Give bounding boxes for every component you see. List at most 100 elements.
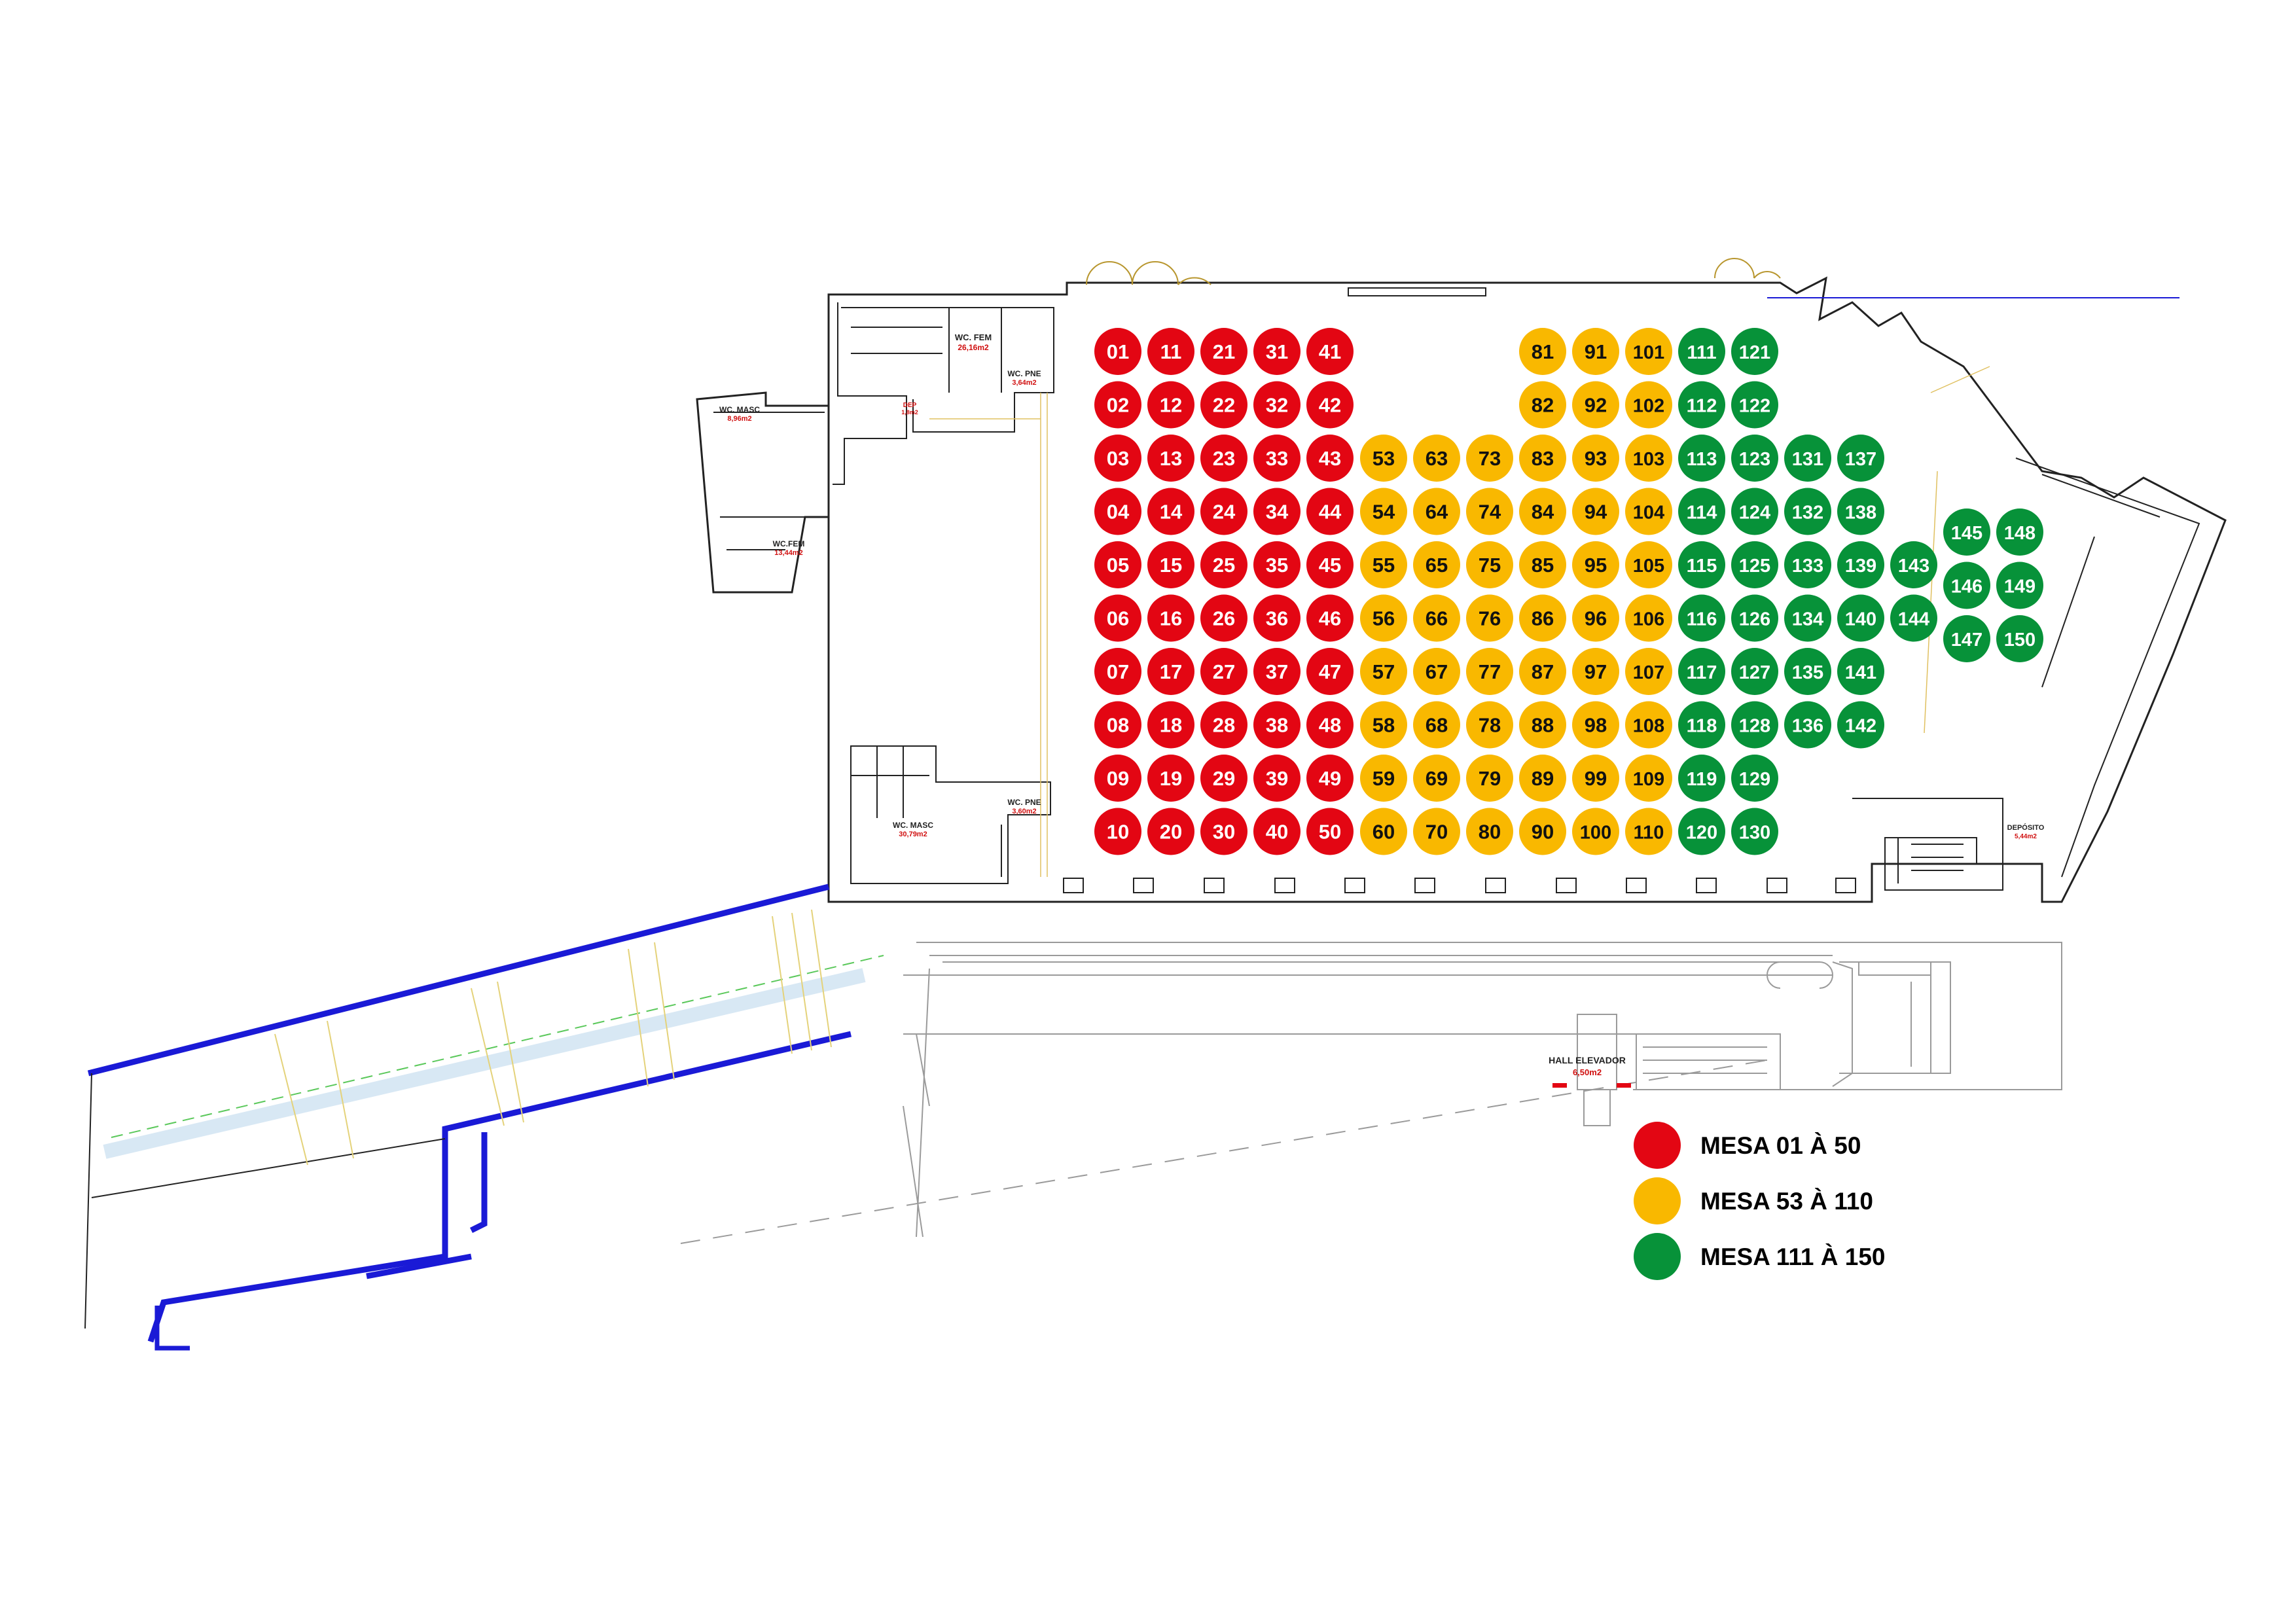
table-140[interactable]: 140 <box>1837 594 1884 642</box>
table-129[interactable]: 129 <box>1731 755 1778 802</box>
table-65[interactable]: 65 <box>1413 541 1460 588</box>
table-142[interactable]: 142 <box>1837 701 1884 749</box>
table-70[interactable]: 70 <box>1413 808 1460 855</box>
table-81[interactable]: 81 <box>1519 328 1566 375</box>
table-68[interactable]: 68 <box>1413 701 1460 749</box>
table-33[interactable]: 33 <box>1253 435 1300 482</box>
table-50[interactable]: 50 <box>1306 808 1354 855</box>
table-14[interactable]: 14 <box>1147 488 1194 535</box>
table-136[interactable]: 136 <box>1784 701 1831 749</box>
table-69[interactable]: 69 <box>1413 755 1460 802</box>
table-49[interactable]: 49 <box>1306 755 1354 802</box>
table-118[interactable]: 118 <box>1678 701 1725 749</box>
table-77[interactable]: 77 <box>1466 648 1513 695</box>
table-91[interactable]: 91 <box>1572 328 1619 375</box>
table-109[interactable]: 109 <box>1625 755 1672 802</box>
table-18[interactable]: 18 <box>1147 701 1194 749</box>
table-30[interactable]: 30 <box>1200 808 1247 855</box>
table-138[interactable]: 138 <box>1837 488 1884 535</box>
table-37[interactable]: 37 <box>1253 648 1300 695</box>
table-31[interactable]: 31 <box>1253 328 1300 375</box>
table-11[interactable]: 11 <box>1147 328 1194 375</box>
table-90[interactable]: 90 <box>1519 808 1566 855</box>
table-139[interactable]: 139 <box>1837 541 1884 588</box>
table-102[interactable]: 102 <box>1625 381 1672 429</box>
table-145[interactable]: 145 <box>1943 508 1990 556</box>
table-58[interactable]: 58 <box>1360 701 1407 749</box>
table-80[interactable]: 80 <box>1466 808 1513 855</box>
table-41[interactable]: 41 <box>1306 328 1354 375</box>
table-95[interactable]: 95 <box>1572 541 1619 588</box>
table-02[interactable]: 02 <box>1094 381 1141 429</box>
table-73[interactable]: 73 <box>1466 435 1513 482</box>
table-25[interactable]: 25 <box>1200 541 1247 588</box>
table-104[interactable]: 104 <box>1625 488 1672 535</box>
table-35[interactable]: 35 <box>1253 541 1300 588</box>
table-144[interactable]: 144 <box>1890 594 1937 642</box>
table-147[interactable]: 147 <box>1943 615 1990 662</box>
table-79[interactable]: 79 <box>1466 755 1513 802</box>
table-143[interactable]: 143 <box>1890 541 1937 588</box>
table-148[interactable]: 148 <box>1996 508 2043 556</box>
table-96[interactable]: 96 <box>1572 594 1619 642</box>
table-15[interactable]: 15 <box>1147 541 1194 588</box>
table-121[interactable]: 121 <box>1731 328 1778 375</box>
table-87[interactable]: 87 <box>1519 648 1566 695</box>
table-130[interactable]: 130 <box>1731 808 1778 855</box>
table-110[interactable]: 110 <box>1625 808 1672 855</box>
table-117[interactable]: 117 <box>1678 648 1725 695</box>
table-137[interactable]: 137 <box>1837 435 1884 482</box>
table-103[interactable]: 103 <box>1625 435 1672 482</box>
table-10[interactable]: 10 <box>1094 808 1141 855</box>
table-40[interactable]: 40 <box>1253 808 1300 855</box>
table-56[interactable]: 56 <box>1360 594 1407 642</box>
table-126[interactable]: 126 <box>1731 594 1778 642</box>
table-89[interactable]: 89 <box>1519 755 1566 802</box>
table-46[interactable]: 46 <box>1306 594 1354 642</box>
table-133[interactable]: 133 <box>1784 541 1831 588</box>
table-07[interactable]: 07 <box>1094 648 1141 695</box>
table-76[interactable]: 76 <box>1466 594 1513 642</box>
table-27[interactable]: 27 <box>1200 648 1247 695</box>
table-127[interactable]: 127 <box>1731 648 1778 695</box>
table-134[interactable]: 134 <box>1784 594 1831 642</box>
table-01[interactable]: 01 <box>1094 328 1141 375</box>
table-106[interactable]: 106 <box>1625 594 1672 642</box>
table-116[interactable]: 116 <box>1678 594 1725 642</box>
table-82[interactable]: 82 <box>1519 381 1566 429</box>
table-17[interactable]: 17 <box>1147 648 1194 695</box>
table-08[interactable]: 08 <box>1094 701 1141 749</box>
table-67[interactable]: 67 <box>1413 648 1460 695</box>
table-34[interactable]: 34 <box>1253 488 1300 535</box>
table-04[interactable]: 04 <box>1094 488 1141 535</box>
table-47[interactable]: 47 <box>1306 648 1354 695</box>
table-16[interactable]: 16 <box>1147 594 1194 642</box>
table-32[interactable]: 32 <box>1253 381 1300 429</box>
table-29[interactable]: 29 <box>1200 755 1247 802</box>
table-78[interactable]: 78 <box>1466 701 1513 749</box>
table-146[interactable]: 146 <box>1943 562 1990 609</box>
table-105[interactable]: 105 <box>1625 541 1672 588</box>
table-45[interactable]: 45 <box>1306 541 1354 588</box>
table-03[interactable]: 03 <box>1094 435 1141 482</box>
table-63[interactable]: 63 <box>1413 435 1460 482</box>
table-122[interactable]: 122 <box>1731 381 1778 429</box>
table-135[interactable]: 135 <box>1784 648 1831 695</box>
table-44[interactable]: 44 <box>1306 488 1354 535</box>
table-114[interactable]: 114 <box>1678 488 1725 535</box>
table-85[interactable]: 85 <box>1519 541 1566 588</box>
table-97[interactable]: 97 <box>1572 648 1619 695</box>
table-149[interactable]: 149 <box>1996 562 2043 609</box>
table-60[interactable]: 60 <box>1360 808 1407 855</box>
table-115[interactable]: 115 <box>1678 541 1725 588</box>
table-75[interactable]: 75 <box>1466 541 1513 588</box>
table-38[interactable]: 38 <box>1253 701 1300 749</box>
table-26[interactable]: 26 <box>1200 594 1247 642</box>
table-119[interactable]: 119 <box>1678 755 1725 802</box>
table-120[interactable]: 120 <box>1678 808 1725 855</box>
table-98[interactable]: 98 <box>1572 701 1619 749</box>
table-141[interactable]: 141 <box>1837 648 1884 695</box>
table-107[interactable]: 107 <box>1625 648 1672 695</box>
table-59[interactable]: 59 <box>1360 755 1407 802</box>
table-54[interactable]: 54 <box>1360 488 1407 535</box>
